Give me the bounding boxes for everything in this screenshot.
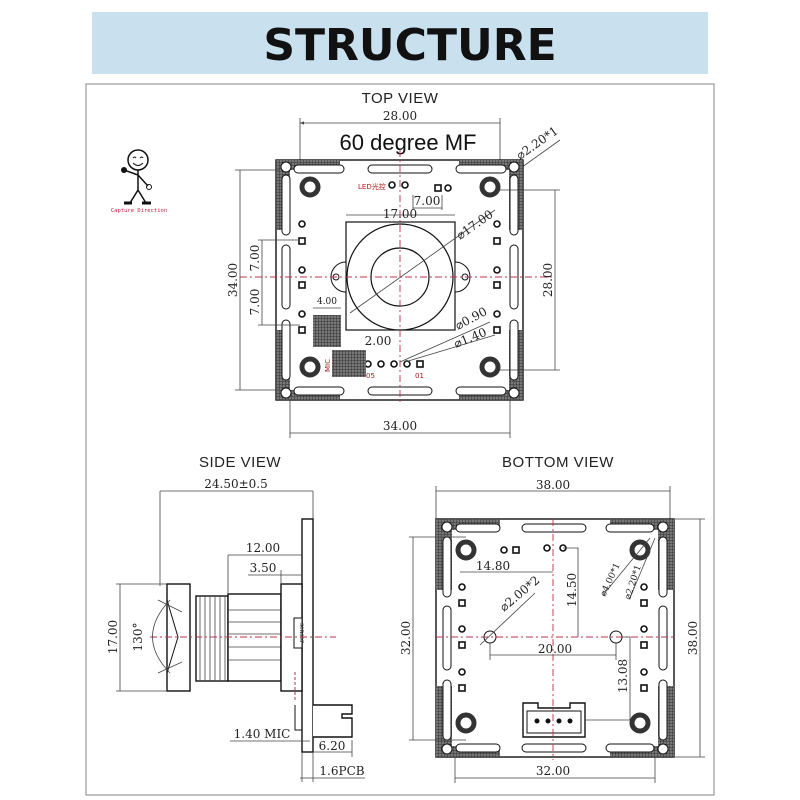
mic-pad bbox=[332, 350, 366, 377]
lens-label: 60 degree MF bbox=[340, 130, 477, 155]
side-connector bbox=[313, 704, 353, 738]
dim-pin-pitch: 7.00 bbox=[414, 194, 441, 208]
dim-angle: 130° bbox=[131, 623, 145, 652]
dim-offset-x: 14.80 bbox=[476, 559, 510, 573]
dim-holder: 17.00 bbox=[383, 207, 417, 221]
capture-direction-logo: Capture Direction bbox=[111, 149, 167, 214]
dim-holes-h: 32.00 bbox=[399, 621, 413, 655]
side-lens-front bbox=[166, 583, 191, 692]
dim-hole-pitch: 20.00 bbox=[538, 642, 572, 656]
dim-pitch-down: 7.00 bbox=[248, 289, 262, 316]
dim-pcb: 1.6PCB bbox=[319, 764, 364, 778]
top-view: TOP VIEW 28.00 60 degree MF ⌀2.20*1 bbox=[226, 90, 561, 438]
dim-holes-w: 32.00 bbox=[536, 764, 570, 778]
dim-holder-side: 3.50 bbox=[250, 561, 277, 575]
logo-caption: Capture Direction bbox=[111, 208, 167, 214]
led-label: LED光控 bbox=[358, 182, 386, 191]
dim-pitch-up: 7.00 bbox=[248, 245, 262, 272]
drawing-frame bbox=[85, 83, 715, 796]
dim-top-height: 34.00 bbox=[226, 263, 240, 297]
bottom-view-title: BOTTOM VIEW bbox=[502, 454, 614, 471]
bottom-view: BOTTOM VIEW 38.00 bbox=[399, 454, 705, 783]
dim-top-28: 28.00 bbox=[383, 109, 417, 123]
top-view-title: TOP VIEW bbox=[362, 90, 439, 107]
dim-conn-offset: 13.08 bbox=[616, 659, 630, 693]
sensor-label: sensor bbox=[298, 623, 305, 643]
dim-diameter: 17.00 bbox=[106, 620, 120, 654]
dim-offset-y: 14.50 bbox=[565, 573, 579, 607]
dim-height-holes: 28.00 bbox=[541, 263, 555, 297]
pin5-label: 05 bbox=[366, 372, 375, 380]
dim-top-width: 34.00 bbox=[383, 419, 417, 433]
header-band bbox=[92, 12, 708, 74]
side-thread bbox=[195, 595, 229, 682]
page-title: STRUCTURE bbox=[263, 20, 556, 71]
dim-connector: 6.20 bbox=[319, 739, 346, 753]
bottom-connector bbox=[522, 702, 586, 738]
dim-mic: 1.40 MIC bbox=[234, 727, 291, 741]
dim-pad: 4.00 bbox=[317, 297, 337, 307]
pad-area bbox=[313, 315, 341, 347]
dim-bottom-height: 38.00 bbox=[686, 621, 700, 655]
side-view: SIDE VIEW 24.50±0.5 sensor 130° 17.00 12… bbox=[106, 454, 365, 782]
dim-gap: 2.00 bbox=[365, 334, 392, 348]
dim-bottom-width: 38.00 bbox=[536, 478, 570, 492]
mic-label: MIC bbox=[324, 359, 332, 372]
pin1-label: 01 bbox=[415, 372, 424, 380]
dim-length: 24.50±0.5 bbox=[204, 477, 268, 491]
side-barrel bbox=[227, 593, 282, 682]
dim-barrel: 12.00 bbox=[246, 541, 280, 555]
side-view-title: SIDE VIEW bbox=[199, 454, 281, 471]
